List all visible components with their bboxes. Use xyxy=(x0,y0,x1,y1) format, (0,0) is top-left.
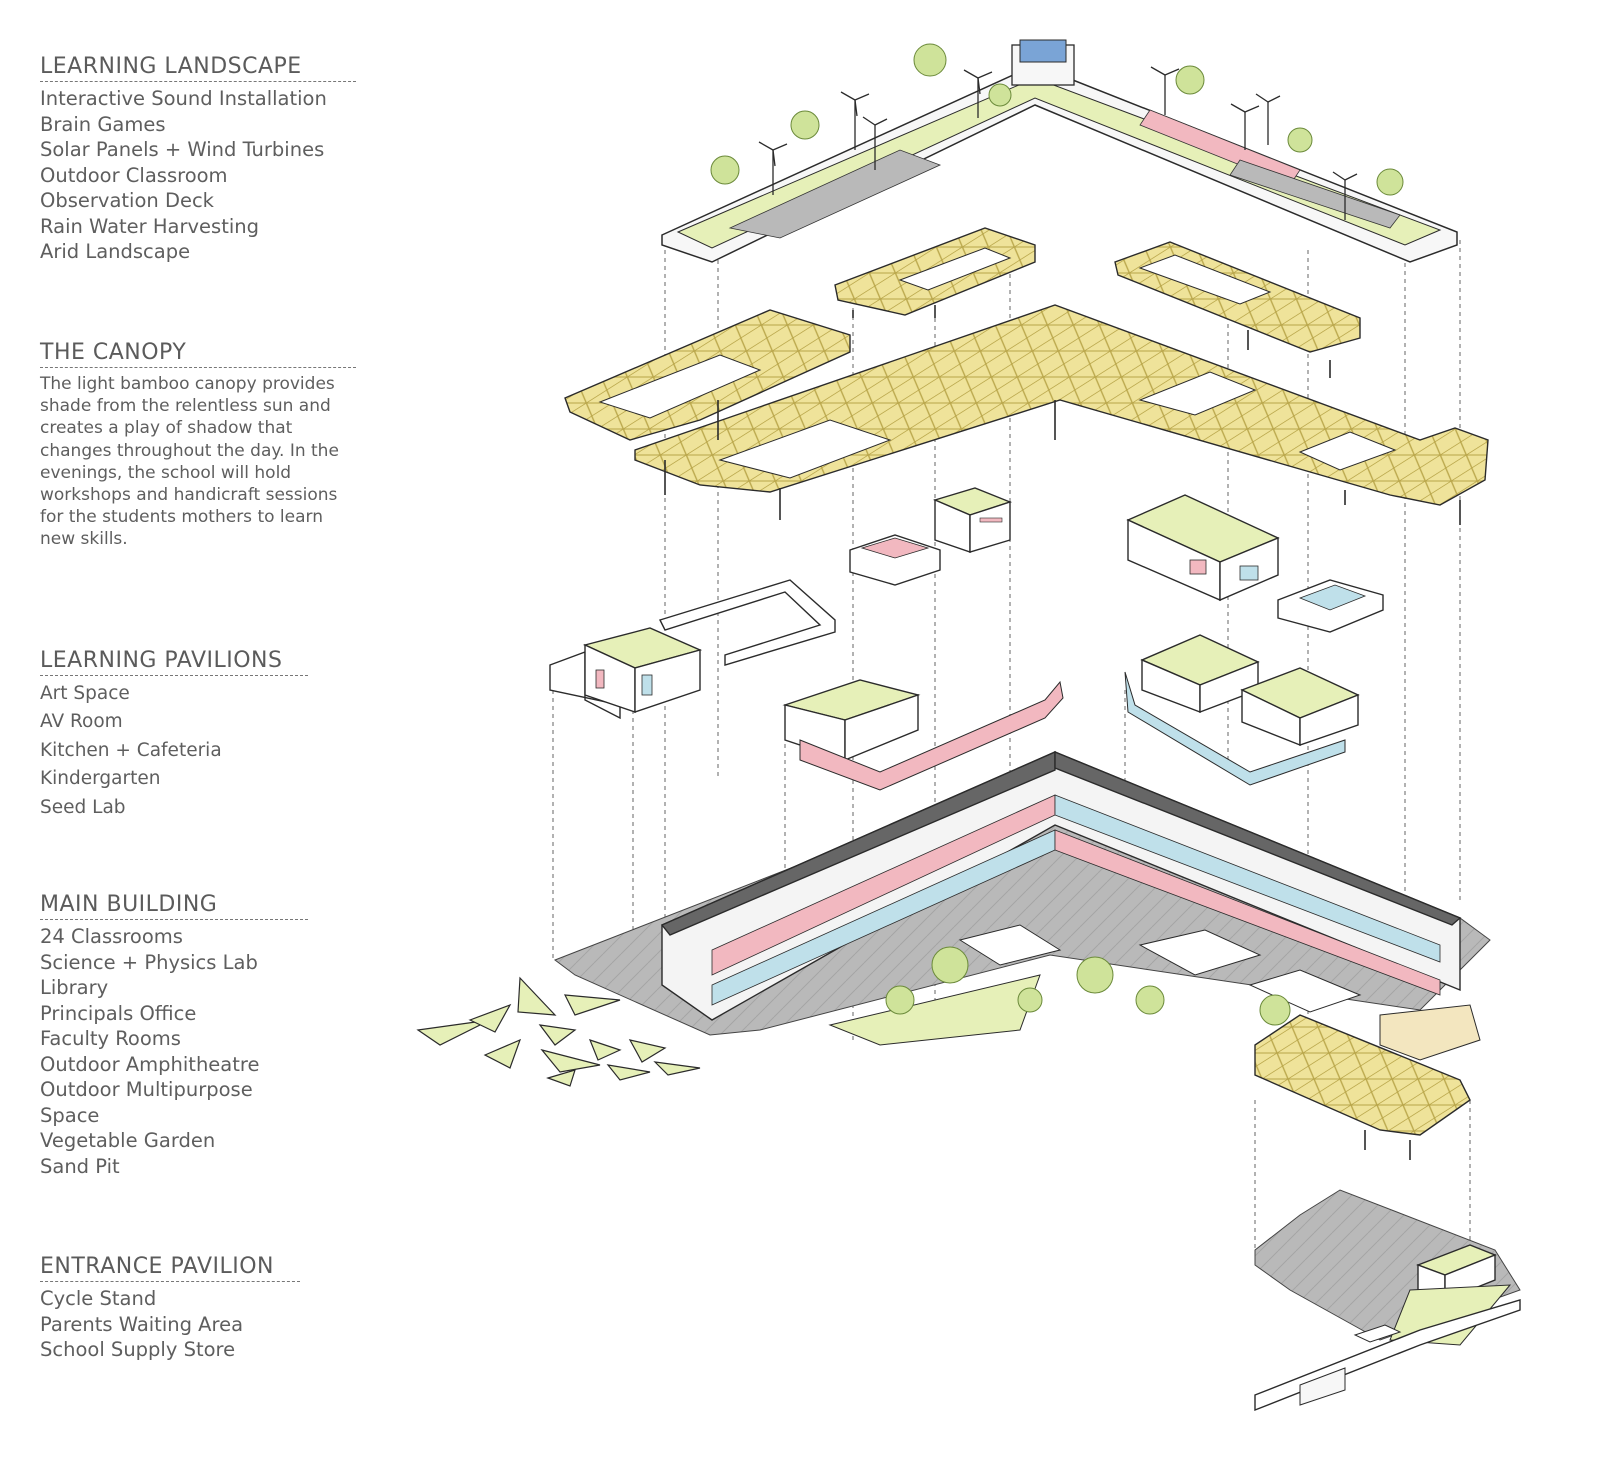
main-building-layer xyxy=(416,750,1491,1087)
legend-learning-landscape: LEARNING LANDSCAPE Interactive Sound Ins… xyxy=(40,54,356,265)
list-item: Interactive Sound Installation xyxy=(40,87,327,110)
legend-entrance-pavilion: ENTRANCE PAVILION Cycle Stand Parents Wa… xyxy=(40,1254,300,1363)
list-item: AV Room xyxy=(40,711,123,733)
list-item: Library xyxy=(40,976,109,999)
legend-the-canopy: THE CANOPY The light bamboo canopy provi… xyxy=(40,340,356,551)
section-title: THE CANOPY xyxy=(40,340,356,368)
canopy-columns xyxy=(664,305,1461,525)
list-item: Cycle Stand xyxy=(40,1287,157,1310)
list-item: Kindergarten xyxy=(40,768,161,790)
wind-turbine-icon xyxy=(758,66,1358,220)
item-list: Interactive Sound Installation Brain Gam… xyxy=(40,86,356,265)
entrance-pavilion-layer xyxy=(1254,1014,1521,1412)
section-description: The light bamboo canopy provides shade f… xyxy=(40,374,339,550)
list-item: Kitchen + Cafeteria xyxy=(40,739,222,761)
list-item: Outdoor Classroom xyxy=(40,163,228,187)
list-item: Arid Landscape xyxy=(40,240,191,263)
list-item: Brain Games xyxy=(40,112,166,136)
section-title: LEARNING PAVILIONS xyxy=(40,648,308,676)
tree-icon xyxy=(885,946,1291,1026)
pavilions-layer xyxy=(549,487,1384,791)
list-item: Seed Lab xyxy=(40,796,126,818)
solar-panel-icon xyxy=(1019,39,1067,63)
list-item: Vegetable Garden xyxy=(40,1129,216,1152)
legend-learning-pavilions: LEARNING PAVILIONS Art Space AV Room Kit… xyxy=(40,648,308,822)
landscape-triangles xyxy=(416,976,701,1087)
entrance-canopy xyxy=(1254,1014,1471,1136)
item-list: Art Space AV Room Kitchen + Cafeteria Ki… xyxy=(40,680,308,822)
legend-main-building: MAIN BUILDING 24 Classrooms Science + Ph… xyxy=(40,892,308,1179)
list-item: 24 Classrooms xyxy=(40,925,183,948)
canopy-layer xyxy=(564,227,1489,525)
sand-pit xyxy=(1379,1004,1481,1061)
list-item: Principals Office xyxy=(40,1001,197,1025)
list-item: Science + Physics Lab xyxy=(40,950,258,974)
section-title: ENTRANCE PAVILION xyxy=(40,1254,300,1282)
section-title: LEARNING LANDSCAPE xyxy=(40,54,356,82)
list-item: Rain Water Harvesting xyxy=(40,214,260,238)
list-item: Sand Pit xyxy=(40,1154,120,1178)
list-item: School Supply Store xyxy=(40,1338,236,1361)
list-item: Outdoor Multipurpose Space xyxy=(40,1078,253,1127)
section-title: MAIN BUILDING xyxy=(40,892,308,920)
tree-icon xyxy=(710,43,1404,196)
item-list: Cycle Stand Parents Waiting Area School … xyxy=(40,1286,300,1363)
item-list: 24 Classrooms Science + Physics Lab Libr… xyxy=(40,924,308,1179)
list-item: Faculty Rooms xyxy=(40,1027,181,1050)
exploded-axonometric-diagram xyxy=(416,39,1521,1412)
list-item: Solar Panels + Wind Turbines xyxy=(40,138,325,161)
list-item: Art Space xyxy=(40,683,130,704)
list-item: Parents Waiting Area xyxy=(40,1312,244,1336)
roof-landscape-layer xyxy=(661,39,1458,263)
list-item: Outdoor Amphitheatre xyxy=(40,1052,260,1076)
list-item: Observation Deck xyxy=(40,189,214,212)
